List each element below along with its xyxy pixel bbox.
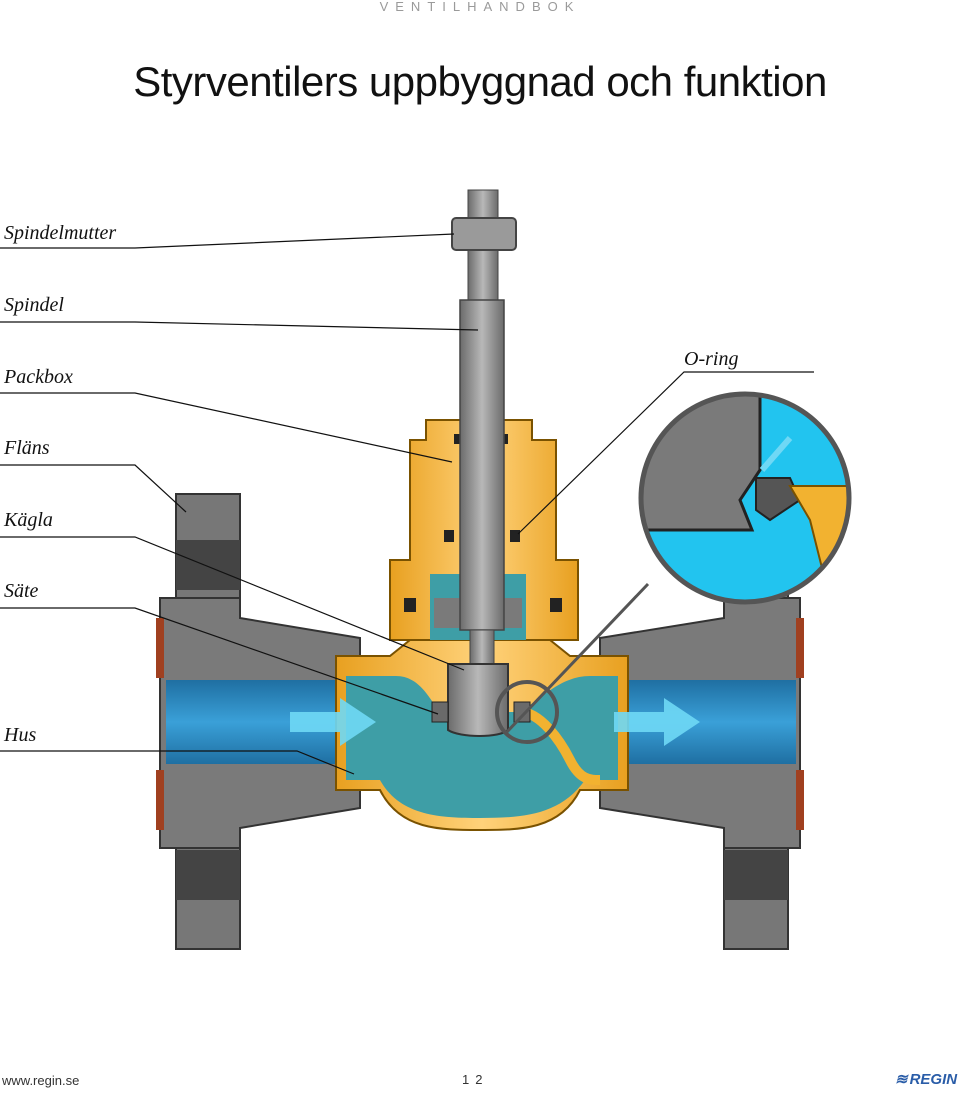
right-arrow-icon <box>290 698 376 746</box>
seat-left <box>431 701 449 723</box>
running-title: VENTILHANDBOK <box>379 0 581 14</box>
brand-name: REGIN <box>909 1071 958 1088</box>
label-o-ring: O-ring <box>684 348 739 370</box>
leader-sate <box>0 607 439 715</box>
o-ring-detail-magnifier <box>495 391 852 744</box>
leader-packbox <box>0 392 453 463</box>
label-spindelmutter: Spindelmutter <box>4 222 117 244</box>
page-title: Styrventilers uppbyggnad och funktion <box>133 58 827 105</box>
brand-logo: ≋REGIN <box>895 1070 957 1088</box>
leader-hus <box>0 750 355 775</box>
leader-flans <box>0 464 187 513</box>
label-hus: Hus <box>4 724 37 746</box>
seat-right <box>513 701 531 723</box>
spindle <box>451 189 517 671</box>
label-flans: Fläns <box>4 437 50 459</box>
label-kagla: Kägla <box>4 509 53 531</box>
regin-logo-icon: ≋ <box>895 1071 908 1088</box>
label-sate: Säte <box>4 580 39 602</box>
leader-lines <box>0 233 814 775</box>
label-spindel: Spindel <box>4 294 64 316</box>
leader-kagla <box>0 536 465 671</box>
leader-spindelmutter <box>0 233 455 249</box>
leader-oring <box>517 371 814 535</box>
leader-spindel <box>0 321 479 331</box>
right-arrow-icon <box>614 698 700 746</box>
valve-body <box>335 639 629 831</box>
label-packbox: Packbox <box>4 366 73 388</box>
footer-website[interactable]: www.regin.se <box>2 1073 80 1088</box>
page-number: 12 <box>462 1072 489 1087</box>
